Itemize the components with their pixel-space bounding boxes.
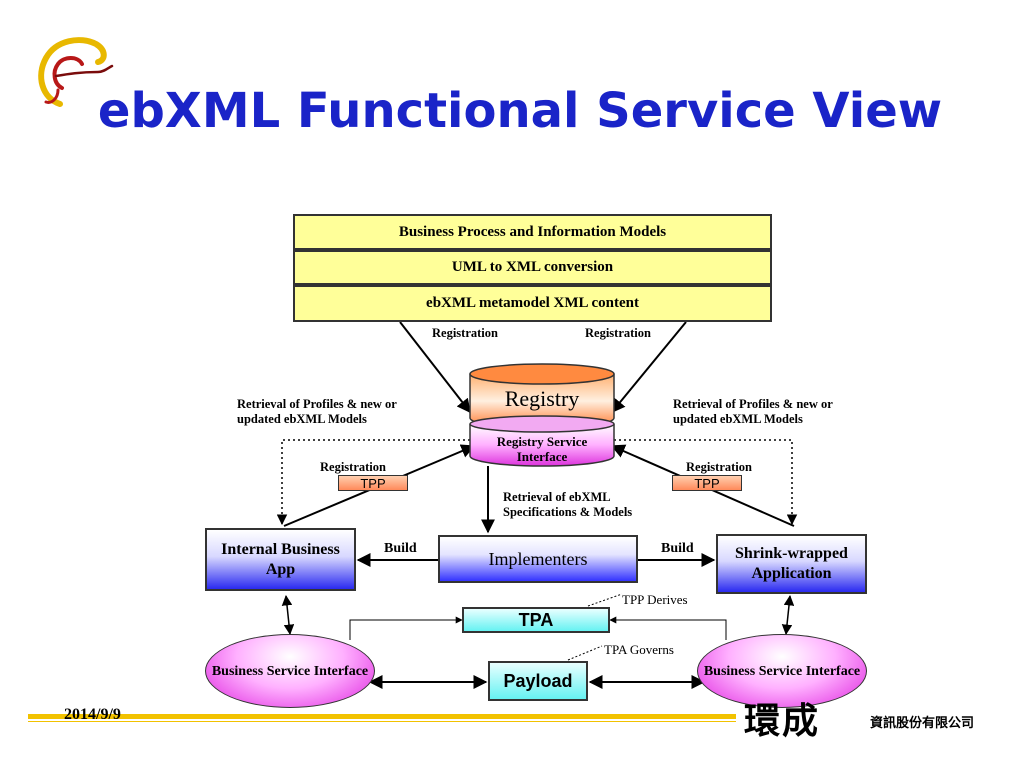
page-title: ebXML Functional Service View bbox=[97, 83, 943, 139]
footer-rule-thin bbox=[28, 721, 736, 722]
tpa-box: TPA bbox=[462, 607, 610, 633]
internal-business-app: Internal Business App bbox=[205, 528, 356, 591]
label-build-left: Build bbox=[384, 541, 417, 556]
footer-brand: 環成 bbox=[744, 700, 821, 742]
layer-ebxml-metamodel: ebXML metamodel XML content bbox=[293, 285, 772, 322]
label-retrieval-profiles-left: Retrieval of Profiles & new or updated e… bbox=[237, 397, 397, 426]
footer-rule bbox=[28, 714, 736, 719]
tpp-right-tag: TPP bbox=[672, 475, 742, 491]
footer-date: 2014/9/9 bbox=[64, 706, 121, 723]
label-registration-tpp-right: Registration bbox=[686, 460, 752, 474]
global-logo bbox=[38, 37, 114, 107]
layer-uml-to-xml: UML to XML conversion bbox=[293, 250, 772, 285]
footer-brand-sub: 資訊股份有限公司 bbox=[870, 716, 975, 731]
business-service-interface-left: Business Service Interface bbox=[205, 634, 375, 708]
label-retrieval-specs: Retrieval of ebXML Specifications & Mode… bbox=[503, 490, 633, 519]
label-registration-right: Registration bbox=[585, 326, 651, 340]
registry-service-interface: Registry Service Interface bbox=[496, 434, 588, 464]
registry-cylinder bbox=[469, 363, 615, 467]
business-service-interface-right: Business Service Interface bbox=[697, 634, 867, 708]
label-registration-left: Registration bbox=[432, 326, 498, 340]
layer-business-process: Business Process and Information Models bbox=[293, 214, 772, 250]
tpp-left-tag: TPP bbox=[338, 475, 408, 491]
label-registration-tpp-left: Registration bbox=[320, 460, 386, 474]
registry-label: Registry bbox=[504, 386, 580, 411]
label-build-right: Build bbox=[661, 541, 694, 556]
label-retrieval-profiles-right: Retrieval of Profiles & new or updated e… bbox=[673, 397, 833, 426]
payload-box: Payload bbox=[488, 661, 588, 701]
label-tpa-governs: TPA Governs bbox=[604, 642, 674, 657]
shrink-wrapped-application: Shrink-wrapped Application bbox=[716, 534, 867, 594]
implementers-box: Implementers bbox=[438, 535, 638, 583]
label-tpp-derives: TPP Derives bbox=[622, 592, 688, 607]
